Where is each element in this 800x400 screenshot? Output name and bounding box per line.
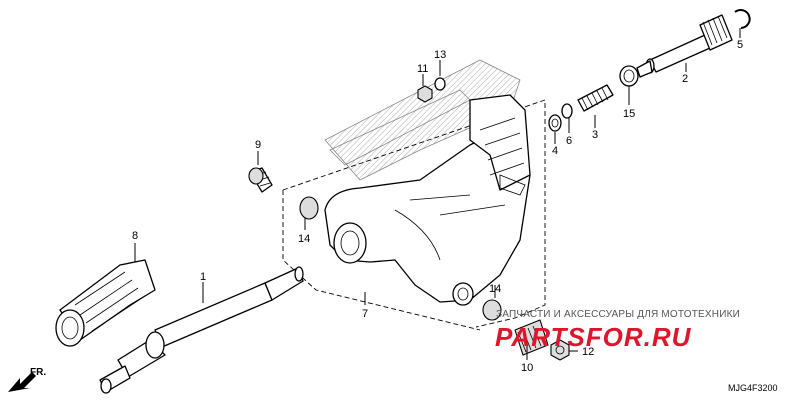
pivot-bolt	[248, 167, 273, 193]
rubber-boot	[55, 259, 156, 347]
dust-seal-right	[482, 299, 502, 321]
pinion-shaft	[636, 14, 733, 78]
callout-8: 8	[132, 230, 138, 242]
drawing-code: MJG4F3200	[728, 383, 778, 393]
callout-14-right: 14	[489, 283, 501, 295]
watermark-tagline: ЗАПЧАСТИ И АКСЕССУАРЫ ДЛЯ МОТОТЕХНИКИ	[496, 309, 740, 320]
swingarm	[324, 94, 531, 306]
callout-15: 15	[623, 108, 635, 120]
callout-2: 2	[682, 73, 688, 85]
callout-10: 10	[521, 362, 533, 374]
callout-6: 6	[566, 135, 572, 147]
lock-nut	[550, 339, 570, 361]
callout-13: 13	[434, 49, 446, 61]
oil-seal	[619, 65, 639, 87]
coil-spring	[577, 84, 614, 112]
watermark-brand: PARTSFOR.RU	[495, 322, 692, 352]
washer	[561, 103, 573, 119]
drive-shaft	[99, 266, 304, 394]
direction-arrow-icon	[8, 372, 36, 392]
front-direction-indicator: FR.	[8, 367, 46, 392]
callout-4: 4	[552, 145, 558, 157]
spring-seat	[548, 114, 562, 132]
callout-7: 7	[362, 308, 368, 320]
callout-3: 3	[592, 129, 598, 141]
callout-12: 12	[582, 346, 594, 358]
callout-5: 5	[737, 39, 743, 51]
direction-label: FR.	[30, 367, 46, 378]
callout-11: 11	[417, 63, 428, 75]
callout-14-left: 14	[298, 233, 310, 245]
nut	[417, 85, 433, 103]
callout-1: 1	[200, 271, 206, 283]
circlip	[734, 9, 751, 29]
dust-seal-left	[299, 196, 319, 220]
leader-lines	[134, 28, 741, 360]
adjusting-bolt	[514, 319, 549, 356]
callout-9: 9	[255, 139, 261, 151]
sealing-washer	[434, 77, 446, 91]
